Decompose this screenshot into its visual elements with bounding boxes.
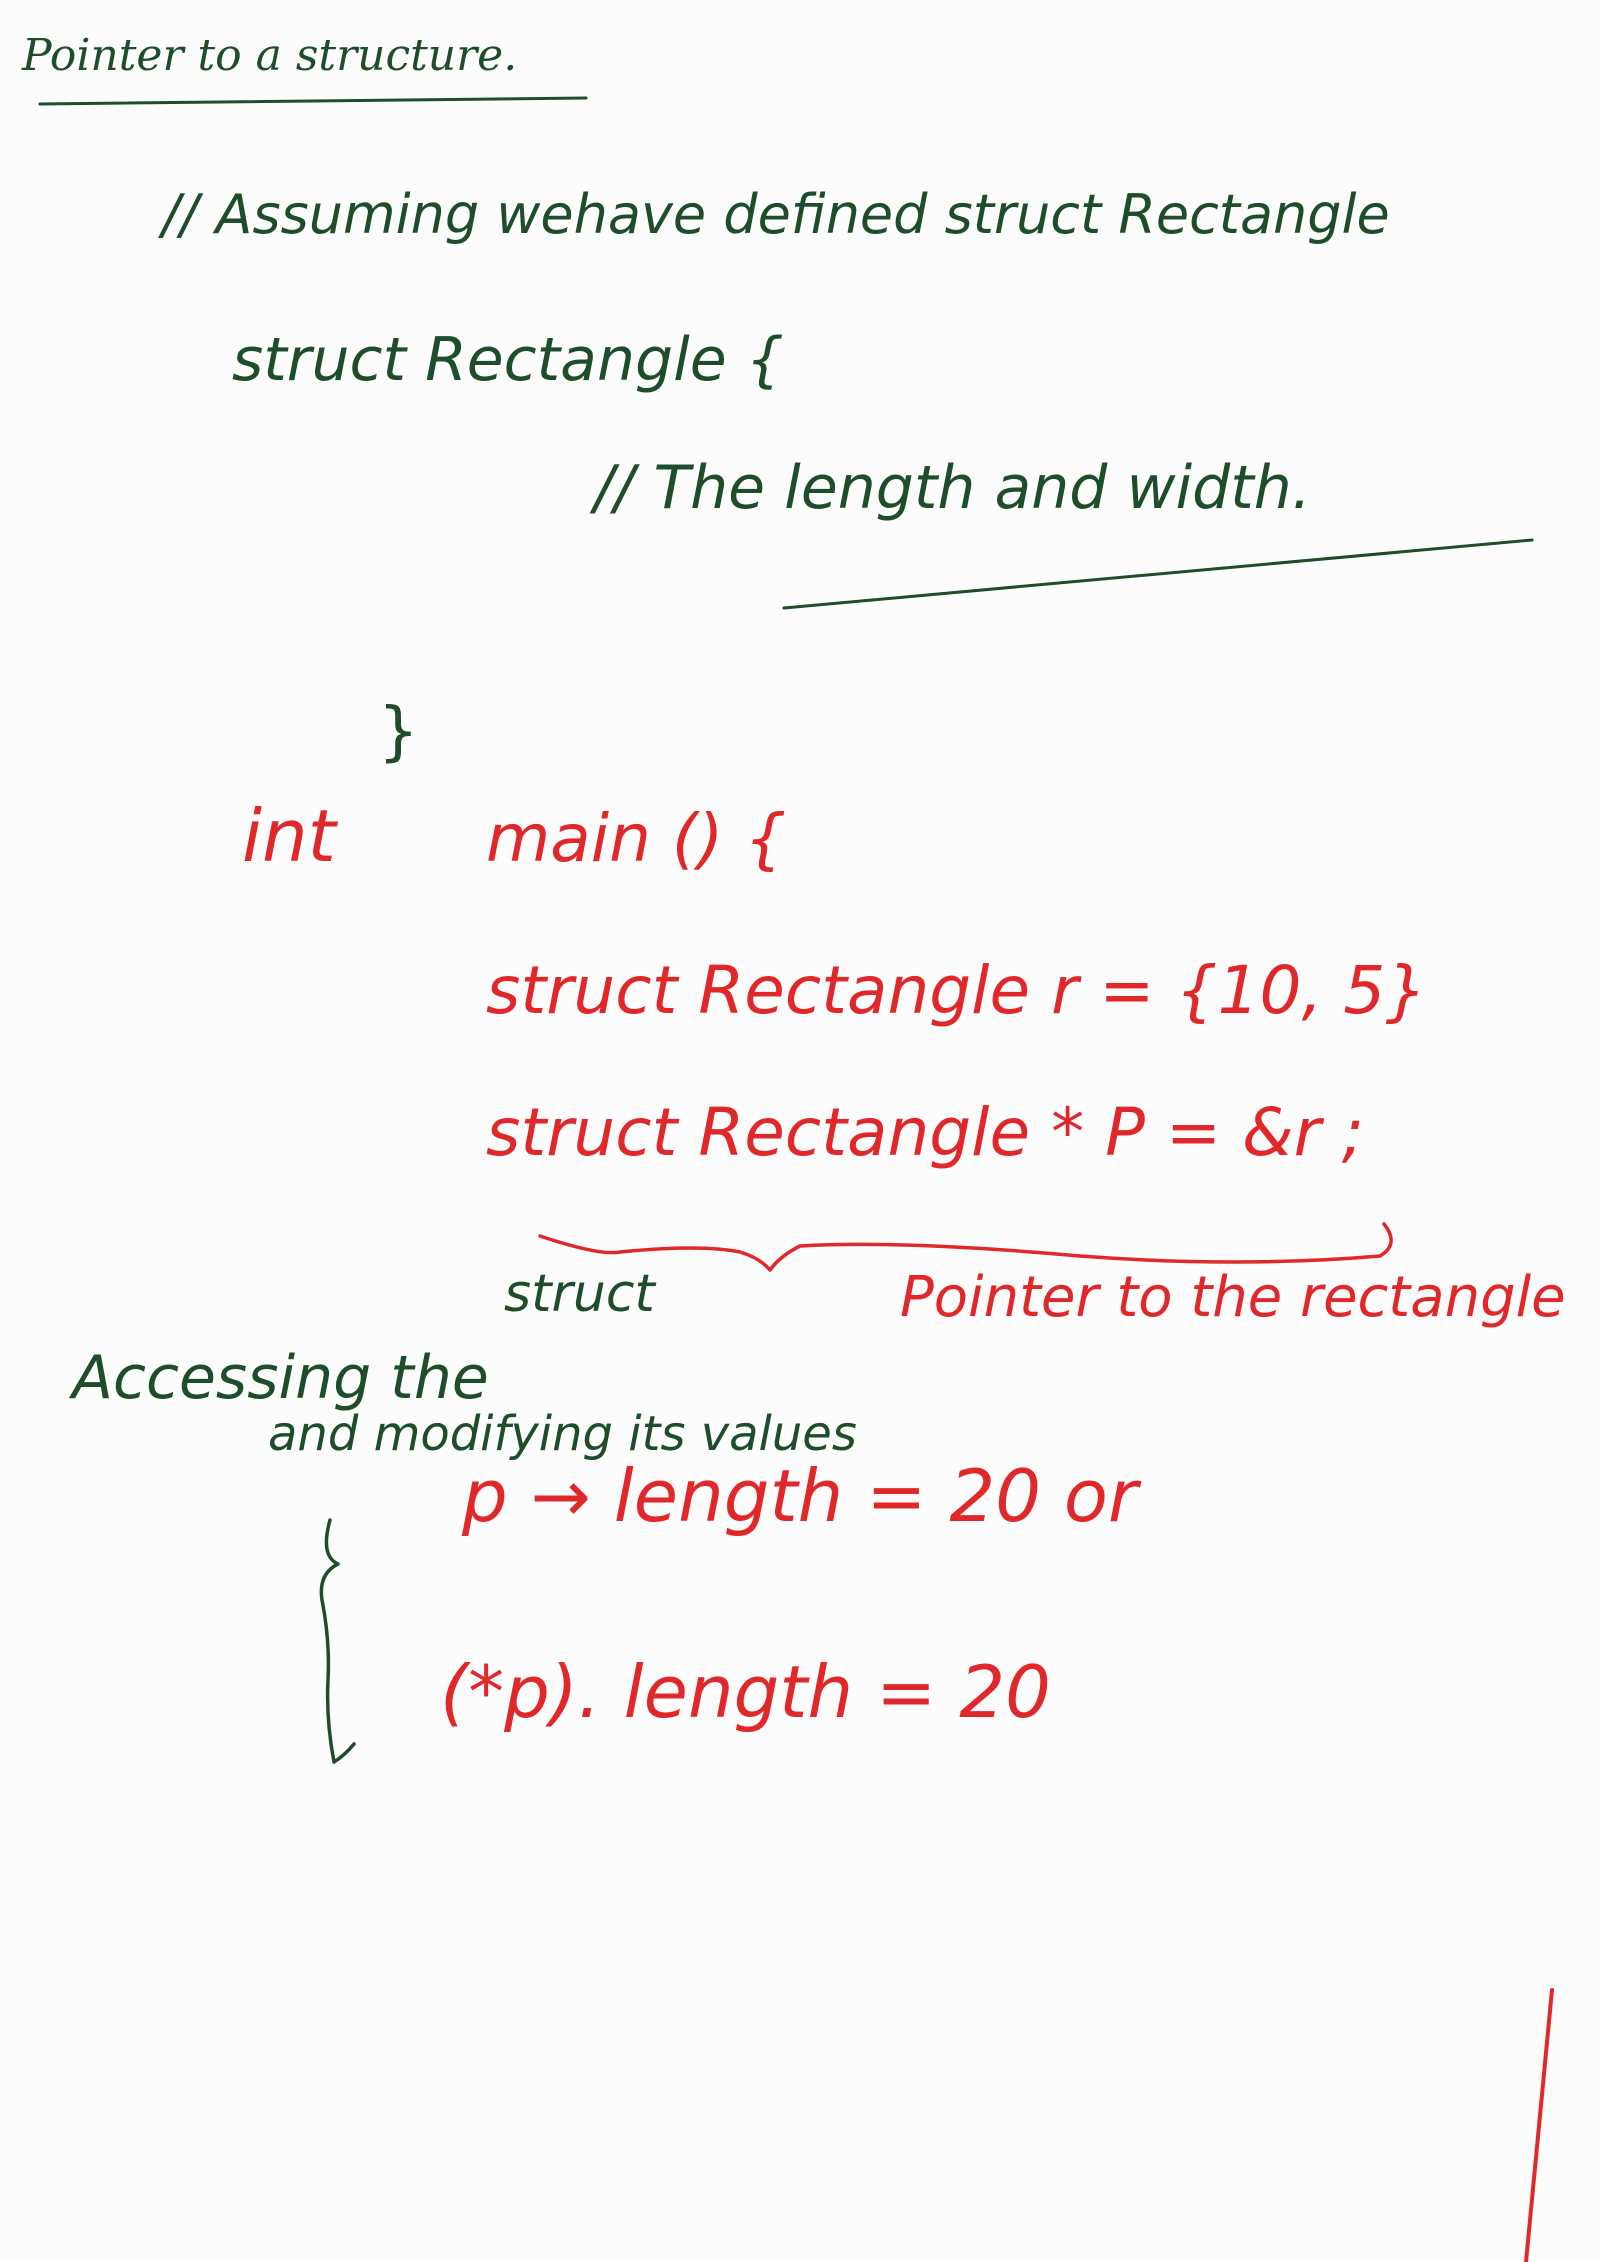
arrow-access-line: p → length = 20 or <box>462 1454 1138 1538</box>
struct-label: struct <box>504 1264 655 1324</box>
int-keyword: int <box>242 794 336 878</box>
pointer-label: Pointer to the rectangle <box>900 1265 1566 1330</box>
comment-assumption: // Assuming wehave defined struct Rectan… <box>162 183 1390 246</box>
pointer-declaration: struct Rectangle * P = &r ; <box>486 1094 1364 1171</box>
pointer-brace <box>538 1222 1393 1272</box>
access-label-line2: and modifying its values <box>268 1406 857 1462</box>
title: Pointer to a structure. <box>22 30 518 81</box>
comment-members: // The length and width. <box>594 453 1311 523</box>
comment-underline <box>782 538 1534 610</box>
struct-declaration: struct Rectangle { <box>232 325 784 395</box>
red-vertical-stroke <box>1524 1988 1554 2262</box>
dereference-access-line: (*p). length = 20 <box>440 1650 1051 1734</box>
access-bracket <box>319 1518 356 1764</box>
struct-close-brace: } <box>378 695 419 769</box>
struct-init-line: struct Rectangle r = {10, 5} <box>486 952 1428 1029</box>
title-underline <box>38 96 588 106</box>
access-label-line1: Accessing the <box>72 1343 489 1413</box>
main-declaration: main () { <box>486 800 787 877</box>
